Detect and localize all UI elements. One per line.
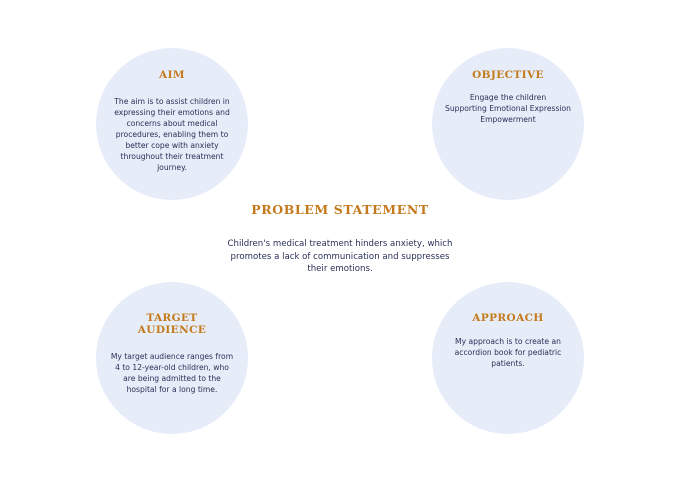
problem-statement-body: Children's medical treatment hinders anx… <box>227 239 453 274</box>
aim-title: AIM <box>159 69 185 81</box>
problem-statement-title: PROBLEM STATEMENT <box>251 202 429 217</box>
approach-circle: APPROACH My approach is to create an acc… <box>432 282 584 434</box>
aim-circle: AIM The aim is to assist children in exp… <box>96 48 248 200</box>
objective-body: Engage the children Supporting Emotional… <box>445 93 571 124</box>
approach-body: My approach is to create an accordion bo… <box>454 337 562 368</box>
target-audience-circle: TARGET AUDIENCE My target audience range… <box>96 282 248 434</box>
target-audience-title: TARGET AUDIENCE <box>137 312 207 336</box>
objective-title: OBJECTIVE <box>472 69 544 81</box>
target-audience-body: My target audience ranges from 4 to 12-y… <box>110 352 234 394</box>
approach-title: APPROACH <box>472 312 544 324</box>
objective-circle: OBJECTIVE Engage the children Supporting… <box>432 48 584 200</box>
aim-body: The aim is to assist children in express… <box>114 97 230 172</box>
